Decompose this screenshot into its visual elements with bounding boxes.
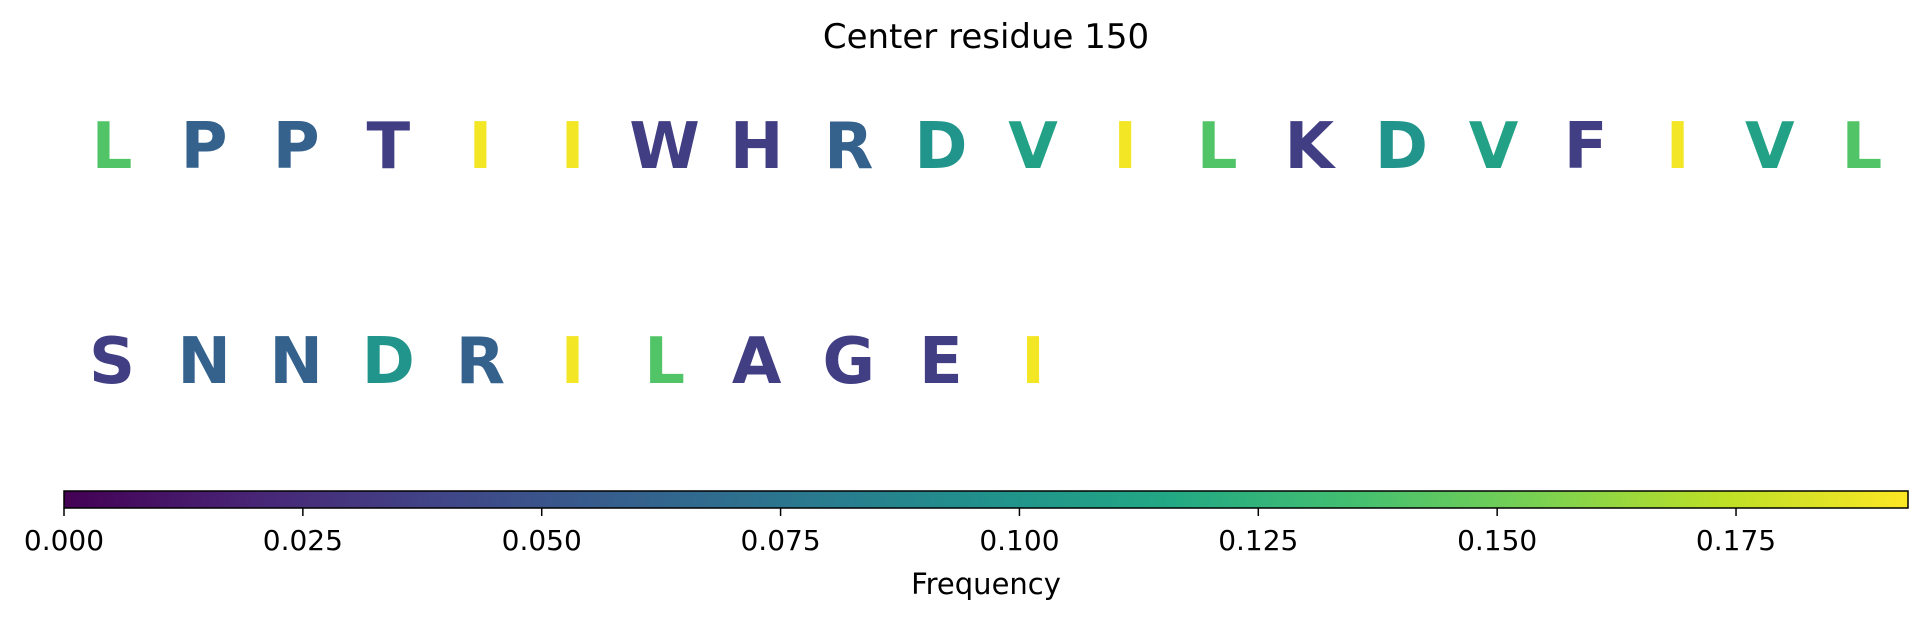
- colorbar-tick-label: 0.150: [1457, 524, 1537, 557]
- residue-letter: D: [362, 325, 415, 399]
- residue-letter: R: [456, 325, 505, 399]
- residue-letter: I: [1666, 110, 1690, 184]
- residue-letter: F: [1564, 110, 1608, 184]
- residue-letter: I: [468, 110, 492, 184]
- colorbar-tick-label: 0.000: [24, 524, 104, 557]
- residue-letter: R: [824, 110, 873, 184]
- colorbar: 0.000 0.025 0.050 0.075 0.100 0.125 0.150 0.175…: [24, 490, 1909, 601]
- colorbar-tick-label: 0.075: [740, 524, 820, 557]
- colorbar-tick-label: 0.100: [979, 524, 1059, 557]
- residue-letter: P: [181, 110, 228, 184]
- residue-letter: V: [1008, 110, 1058, 184]
- residue-letter: W: [629, 110, 700, 184]
- residue-letter: I: [561, 325, 585, 399]
- residue-letter: G: [823, 325, 876, 399]
- residue-letter: H: [730, 110, 784, 184]
- residue-letter: L: [92, 110, 133, 184]
- residue-letter: T: [366, 110, 410, 184]
- residue-letter: I: [1113, 110, 1137, 184]
- colorbar-tick-label: 0.125: [1218, 524, 1298, 557]
- residue-letter: I: [561, 110, 585, 184]
- residue-letter: L: [1842, 110, 1883, 184]
- residue-letter: V: [1469, 110, 1519, 184]
- residue-letter: S: [89, 325, 135, 399]
- residue-letter: V: [1745, 110, 1795, 184]
- residue-letter: D: [1375, 110, 1428, 184]
- residue-letter: N: [177, 325, 231, 399]
- residue-letter: A: [732, 325, 782, 399]
- colorbar-ticks: 0.000 0.025 0.050 0.075 0.100 0.125 0.150 0.175: [24, 508, 1776, 557]
- colorbar-label: Frequency: [911, 567, 1061, 601]
- residue-letter: P: [273, 110, 320, 184]
- residue-letter: E: [919, 325, 963, 399]
- colorbar-gradient: [63, 490, 1909, 509]
- residue-letter: D: [914, 110, 967, 184]
- residue-letter: K: [1285, 110, 1337, 184]
- chart-title: Center residue 150: [823, 17, 1149, 57]
- residue-letter: N: [269, 325, 323, 399]
- residue-letter: L: [1197, 110, 1238, 184]
- colorbar-tick-label: 0.175: [1696, 524, 1776, 557]
- colorbar-tick-label: 0.025: [263, 524, 343, 557]
- residue-letter: I: [1021, 325, 1045, 399]
- residue-letter: L: [644, 325, 685, 399]
- colorbar-tick-label: 0.050: [502, 524, 582, 557]
